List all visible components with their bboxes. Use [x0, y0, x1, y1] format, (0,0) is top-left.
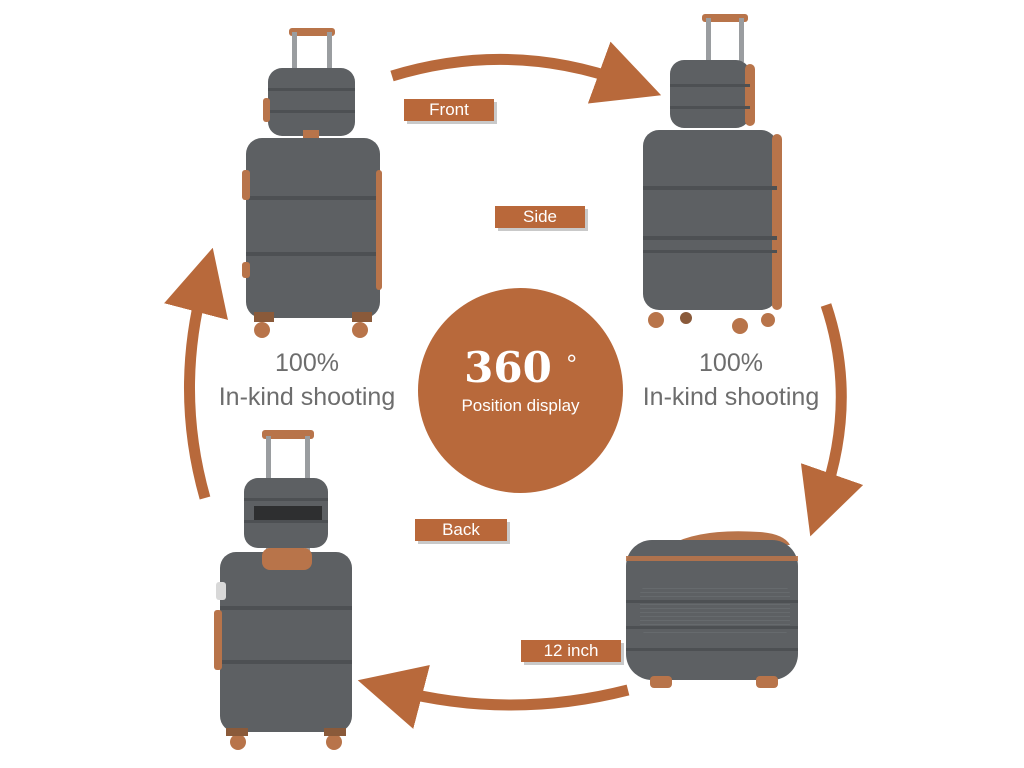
caption-right-line2: In-kind shooting — [642, 383, 820, 411]
vanity-case — [626, 531, 798, 688]
caption-left-line1: 100% — [275, 349, 339, 377]
arrow-bottom — [357, 665, 630, 729]
side-label: Side — [495, 206, 585, 228]
back-label: Back — [415, 519, 507, 541]
rotation-number: 360 — [464, 343, 552, 392]
suitcase-set-side — [643, 14, 782, 334]
arrow-top — [390, 41, 662, 104]
rotation-subtitle: Position display — [461, 396, 580, 415]
size-label: 12 inch — [521, 640, 621, 662]
caption-left: 100% In-kind shooting — [192, 346, 422, 414]
rotation-badge: 360 ° Position display — [418, 288, 623, 493]
degree-symbol: ° — [566, 349, 577, 379]
caption-right-line1: 100% — [699, 349, 763, 377]
caption-left-line2: In-kind shooting — [218, 383, 396, 411]
suitcase-set-front — [242, 28, 382, 338]
rotation-arrows — [164, 41, 864, 729]
suitcase-set-back — [214, 430, 352, 750]
front-label: Front — [404, 99, 494, 121]
rotation-degrees: 360 ° — [418, 344, 623, 392]
arrow-left — [164, 247, 228, 500]
caption-right: 100% In-kind shooting — [616, 346, 846, 414]
arrow-right — [800, 303, 864, 537]
